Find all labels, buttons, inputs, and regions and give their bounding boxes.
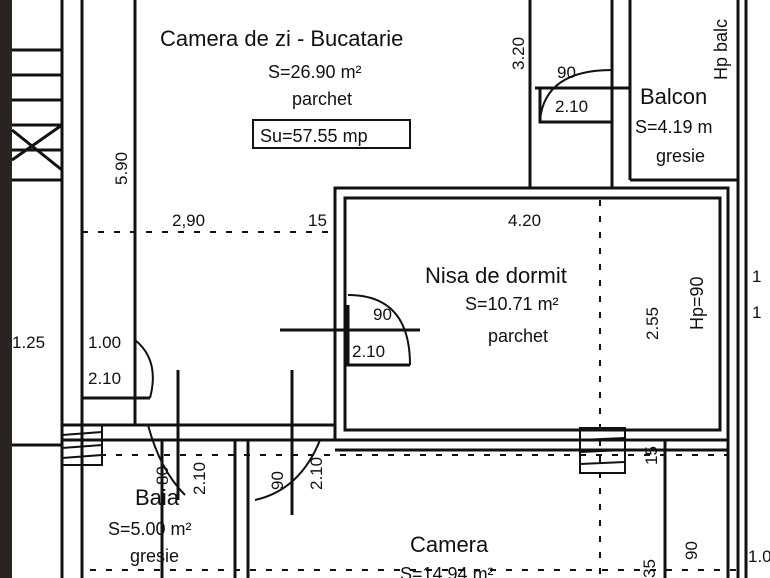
dimension-label: 2.10 — [307, 457, 326, 490]
dimension-label: 35 — [640, 559, 659, 578]
room-area: S=5.00 m² — [108, 519, 192, 539]
dimension-label: 2.10 — [190, 462, 209, 495]
room-name: Nisa de dormit — [425, 263, 567, 288]
room-name: Baia — [135, 485, 180, 510]
balcony-height: Hp balc — [711, 19, 731, 80]
dimension-label: 1 — [752, 303, 761, 322]
room-area: S=4.19 m — [635, 117, 713, 137]
dimension-labels: 3.20 90 2.10 5.90 2,90 15 4.20 2.55 90 2… — [12, 37, 770, 578]
room-name: Balcon — [640, 84, 707, 109]
dimension-label: 90 — [682, 541, 701, 560]
useful-area: Su=57.55 mp — [260, 126, 368, 146]
dimension-label: 2.55 — [643, 307, 662, 340]
room-name: Camera de zi - Bucatarie — [160, 26, 403, 51]
axis-lines — [82, 200, 738, 578]
dimension-label: 1.00 — [88, 333, 121, 352]
dimension-label: 80 — [153, 466, 172, 485]
useful-area-box — [252, 119, 411, 149]
dimension-label: 2,90 — [172, 211, 205, 230]
dimension-label: 1.25 — [12, 333, 45, 352]
dimension-label: 3.20 — [509, 37, 528, 70]
dimension-label: 5.90 — [112, 152, 131, 185]
niche-height: Hp=90 — [687, 276, 707, 330]
dimension-label: 2.10 — [88, 369, 121, 388]
dimension-label: 1 — [752, 267, 761, 286]
room-floor: gresie — [130, 546, 179, 566]
door-swings — [134, 69, 613, 501]
hatch-columns — [61, 424, 626, 474]
dimension-label: 1.0 — [748, 547, 770, 566]
room-area: S=26.90 m² — [268, 62, 362, 82]
room-floor: parchet — [488, 326, 548, 346]
room-name: Camera — [410, 532, 489, 557]
dimension-label: 90 — [557, 63, 576, 82]
room-area: S=10.71 m² — [465, 294, 559, 314]
room-floor: gresie — [656, 146, 705, 166]
dimension-label: 90 — [373, 305, 392, 324]
dimension-label: 4.20 — [508, 211, 541, 230]
room-area: S=14.94 m² — [400, 564, 494, 578]
scan-border — [0, 0, 12, 578]
dimension-label: 2.10 — [555, 97, 588, 116]
room-floor: parchet — [292, 89, 352, 109]
dimension-label: 2.10 — [352, 342, 385, 361]
dimension-label: 15 — [308, 211, 327, 230]
walls — [11, 0, 748, 578]
dimension-label: 15 — [642, 446, 661, 465]
dimension-label: 90 — [268, 471, 287, 490]
